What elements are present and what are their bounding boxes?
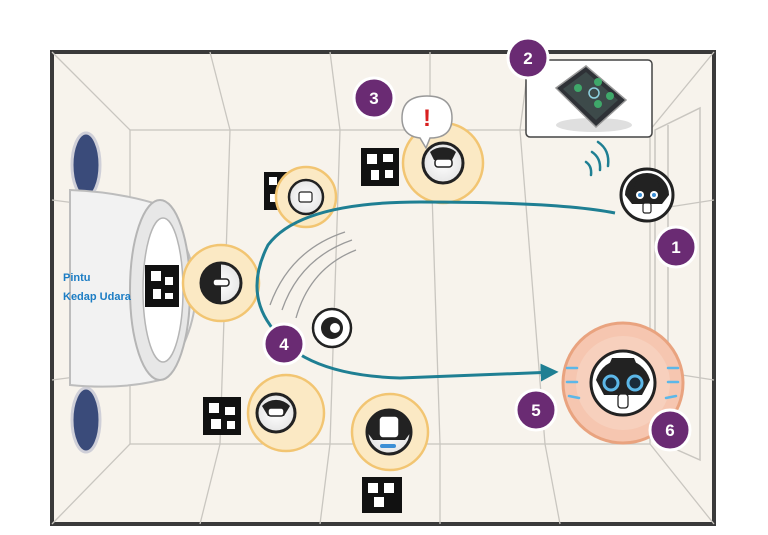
door-label-line2: Kedap Udara — [63, 291, 132, 303]
fiducial-marker-icon — [362, 477, 402, 513]
robot-position-door — [181, 243, 261, 323]
fiducial-marker-icon — [203, 397, 241, 435]
robot-icon — [421, 141, 465, 185]
step-number-3: 3 — [369, 89, 378, 108]
step-badge-3: 3 — [352, 76, 396, 120]
robot-icon — [619, 167, 675, 223]
robot-icon — [255, 392, 297, 434]
tablet-panel — [525, 59, 653, 138]
step-number-6: 6 — [665, 421, 674, 440]
step-number-2: 2 — [523, 49, 532, 68]
robot-position-6 — [561, 321, 685, 445]
step-number-4: 4 — [279, 335, 289, 354]
step-badge-6: 6 — [648, 408, 692, 452]
robot-icon — [365, 408, 413, 456]
alert-mark: ! — [423, 105, 431, 132]
alert-bubble-icon: ! — [401, 95, 453, 150]
alert-ping-lines — [565, 366, 680, 400]
step-badge-2: 2 — [506, 36, 550, 80]
robot-position-1 — [619, 167, 675, 223]
robot-icon — [199, 261, 243, 305]
step-number-1: 1 — [671, 238, 680, 257]
robot-icon — [589, 349, 657, 417]
tablet-icon — [554, 65, 628, 129]
window-icon — [70, 131, 102, 199]
robot-position-lower-left — [246, 373, 326, 453]
robot-icon — [311, 307, 353, 349]
step-badge-1: 1 — [654, 225, 698, 269]
robot-position-bottom — [350, 392, 430, 472]
robot-icon — [287, 178, 325, 216]
navigation-path — [255, 200, 616, 382]
window-icon — [70, 386, 102, 454]
step-badge-4: 4 — [262, 322, 306, 366]
step-badge-5: 5 — [514, 388, 558, 432]
wifi-signal-icon — [584, 140, 610, 177]
fiducial-marker-icon — [361, 148, 399, 186]
step-number-5: 5 — [531, 401, 540, 420]
motion-trail — [269, 231, 357, 319]
fiducial-marker-icon — [145, 265, 179, 307]
door-label-line1: Pintu — [63, 272, 91, 284]
